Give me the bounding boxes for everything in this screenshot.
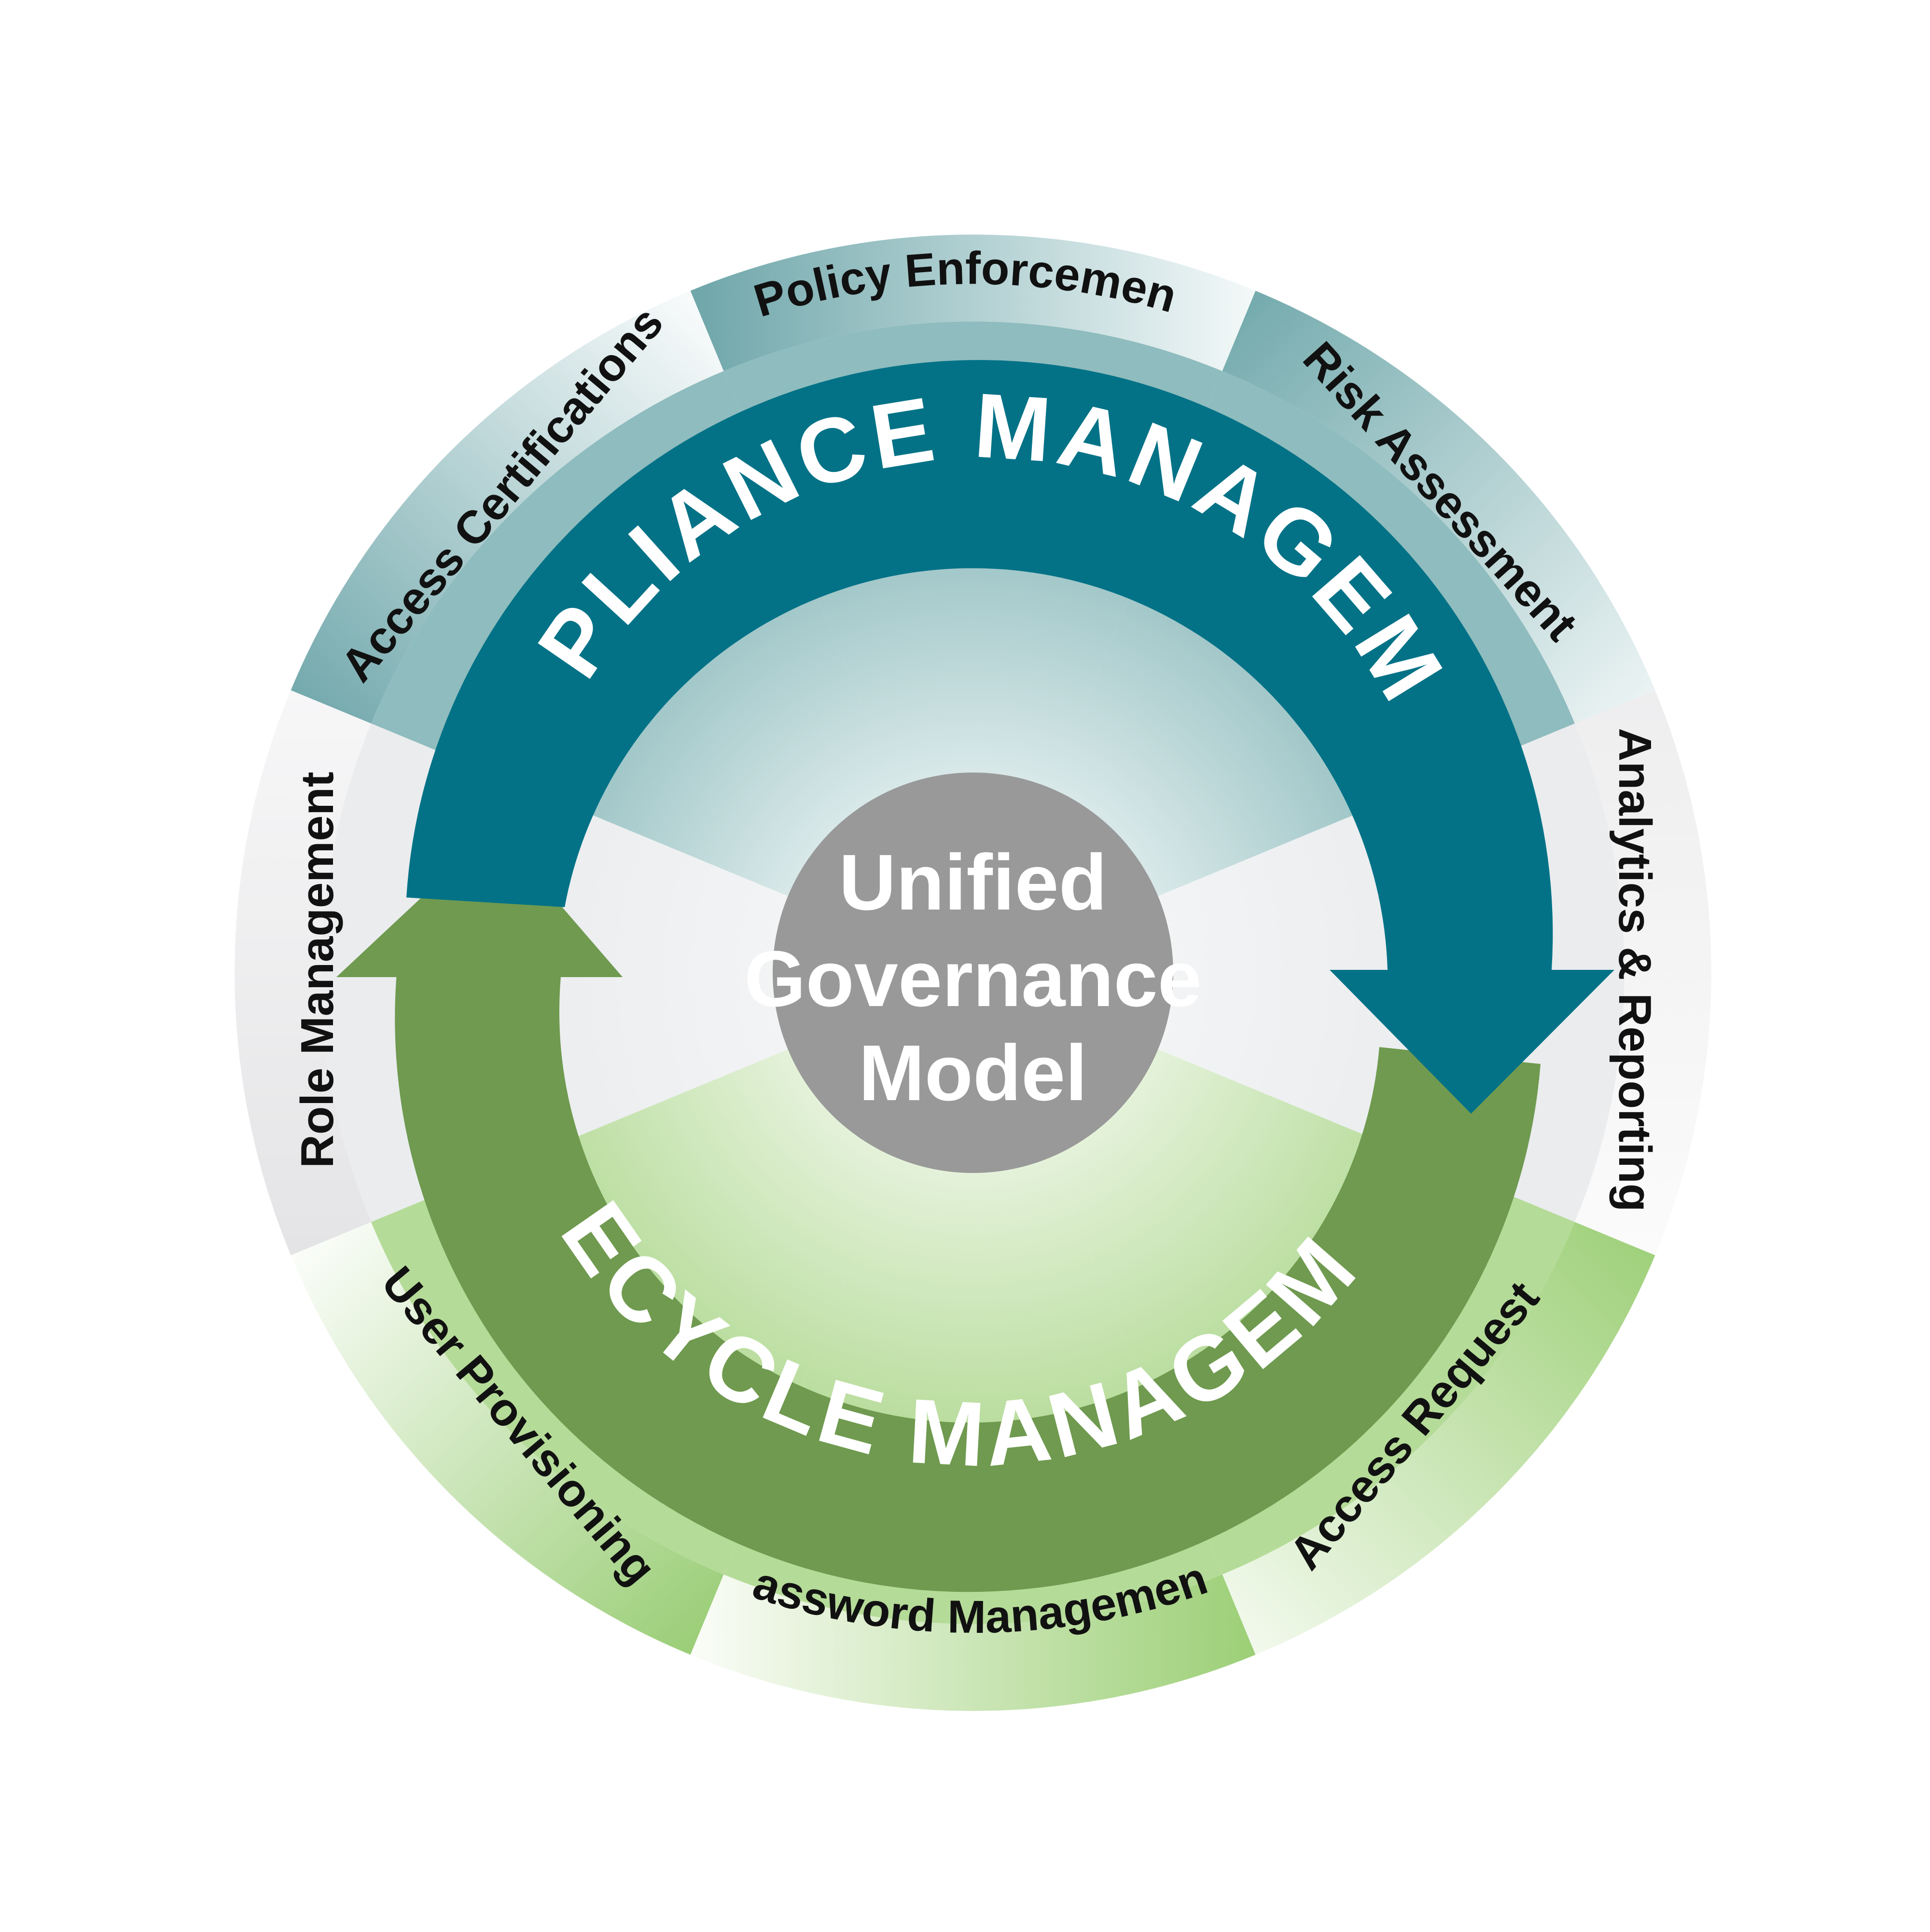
role-management-label: Role Management <box>292 772 343 1168</box>
policy-enforcement-label: Policy Enforcement <box>0 0 1182 327</box>
lifecycle-arrow <box>336 829 1541 1592</box>
center-line-2: Governance <box>744 935 1202 1023</box>
center-line-1: Unified <box>839 838 1107 926</box>
center-line-3: Model <box>859 1029 1087 1117</box>
compliance-arrow <box>406 360 1614 1114</box>
policy-label-wrap: Policy Enforcement <box>0 0 1182 327</box>
segment-role-management <box>235 690 371 1256</box>
segment-analytics-reporting <box>1575 690 1711 1256</box>
analytics-reporting-label: Analytics & Reporting <box>1609 728 1661 1212</box>
segment-risk-assessment <box>1222 290 1655 724</box>
center-circle <box>773 773 1173 1173</box>
segment-policy-enforcement <box>690 235 1256 371</box>
outer-ring <box>235 235 1711 1711</box>
segment-password-management <box>690 1574 1256 1711</box>
segment-access-certifications <box>291 290 724 724</box>
segment-user-provisioning <box>291 1222 724 1655</box>
segment-access-request <box>1222 1222 1655 1655</box>
